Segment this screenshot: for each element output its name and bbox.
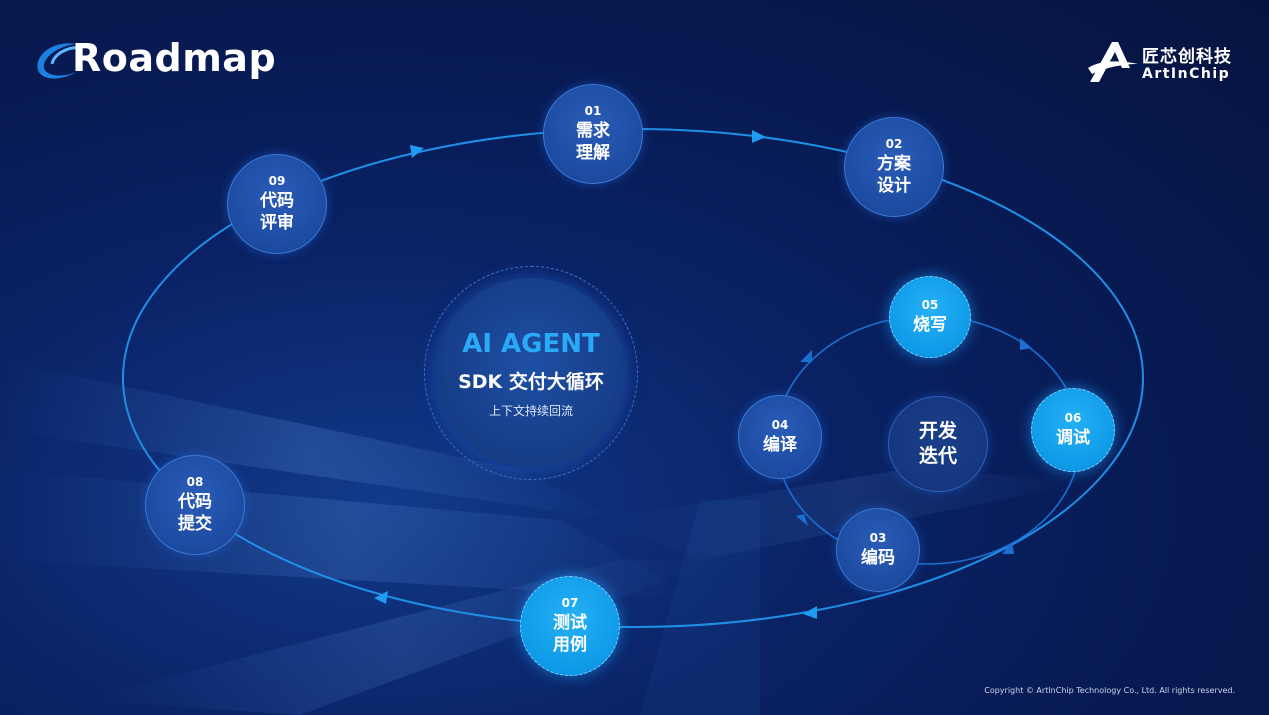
- center-title: AI AGENT: [462, 328, 600, 359]
- node-number: 05: [921, 298, 939, 312]
- node-number: 04: [771, 418, 789, 432]
- node-number: 01: [584, 104, 602, 118]
- arrow-04-to-05: [800, 350, 812, 362]
- node-03-coding: 03 编码: [836, 508, 920, 592]
- node-number: 09: [268, 174, 286, 188]
- company-logo: 匠芯创科技 ArtInChip: [1086, 38, 1246, 86]
- copyright-notice: Copyright © ArtInChip Technology Co., Lt…: [984, 686, 1235, 695]
- node-number: 02: [885, 137, 903, 151]
- page-title: Roadmap: [72, 36, 277, 80]
- arrow-07-to-08: [374, 591, 388, 604]
- node-label: 测试 用例: [553, 613, 587, 655]
- node-number: 06: [1064, 411, 1082, 425]
- arrow-05-to-06: [1020, 338, 1032, 350]
- arrow-06-to-03: [1002, 542, 1014, 554]
- logo-english-name: ArtInChip: [1142, 66, 1231, 82]
- node-09-review: 09 代码 评审: [227, 154, 327, 254]
- node-label: 需求 理解: [576, 121, 610, 163]
- node-number: 07: [561, 596, 579, 610]
- center-caption: 上下文持续回流: [488, 403, 573, 418]
- inner-hub: 开发 迭代: [888, 396, 988, 492]
- node-08-commit: 08 代码 提交: [145, 455, 245, 555]
- node-number: 08: [186, 475, 204, 489]
- node-label: 调试: [1056, 428, 1090, 448]
- node-number: 03: [869, 531, 887, 545]
- title-swoosh-icon: [37, 43, 83, 79]
- node-01-requirement: 01 需求 理解: [543, 84, 643, 184]
- logo-chinese-name: 匠芯创科技: [1142, 47, 1232, 67]
- center-hub: AI AGENT SDK 交付大循环 上下文持续回流: [436, 278, 626, 468]
- arrow-02-to-03: [803, 606, 817, 619]
- inner-hub-label: 开发 迭代: [918, 420, 957, 467]
- artinchip-logo-icon: [1088, 42, 1138, 82]
- node-label: 代码 评审: [260, 191, 294, 233]
- center-subtitle: SDK 交付大循环: [458, 370, 604, 393]
- node-label: 编码: [861, 548, 895, 568]
- node-label: 代码 提交: [178, 492, 212, 534]
- node-label: 烧写: [913, 315, 947, 335]
- arrow-03-to-04: [796, 514, 808, 526]
- node-06-debug: 06 调试: [1031, 388, 1115, 472]
- node-07-test-cases: 07 测试 用例: [520, 576, 620, 676]
- node-label: 方案 设计: [877, 154, 911, 196]
- node-04-compile: 04 编译: [738, 395, 822, 479]
- node-05-flash: 05 烧写: [889, 276, 971, 358]
- arrow-09-to-01: [410, 145, 424, 158]
- node-label: 编译: [763, 435, 797, 455]
- center-dashed-ring: [424, 266, 638, 480]
- arrow-01-to-02: [752, 130, 766, 143]
- node-02-design: 02 方案 设计: [844, 117, 944, 217]
